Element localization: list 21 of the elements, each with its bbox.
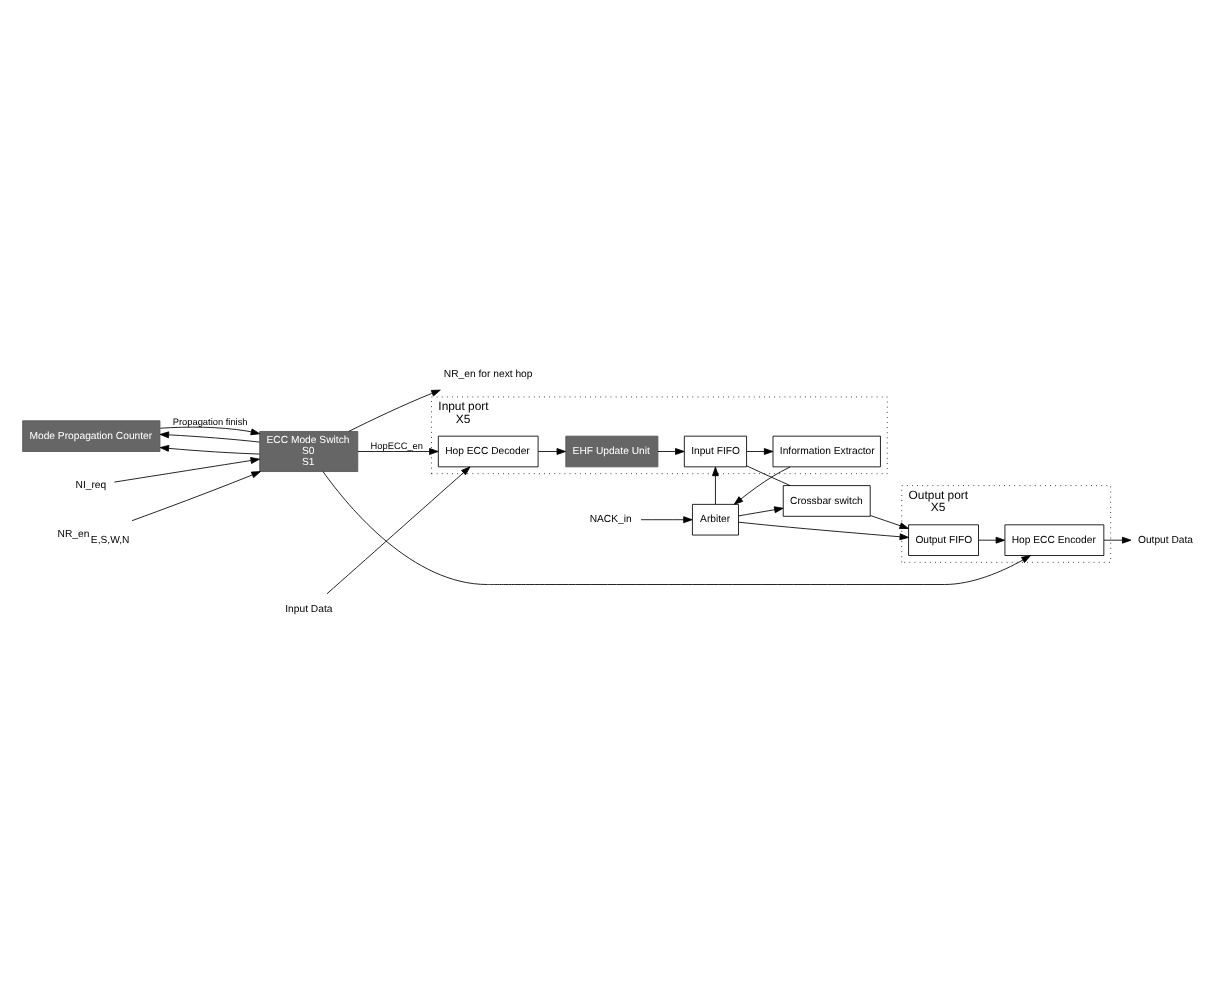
connector [746,465,791,487]
arrow [733,466,791,505]
arrow [1103,536,1132,544]
arrow [746,448,774,455]
arrow [326,466,471,595]
arrow [322,471,1031,585]
arrow [657,448,685,455]
arrow [114,457,260,483]
arrow [357,448,439,455]
arrow [131,471,261,522]
arrow [712,466,719,505]
arrow [738,521,909,541]
arrow [537,448,566,455]
arrow [159,444,260,455]
arrow [159,426,261,436]
arrow [978,536,1006,544]
arrow [640,516,693,524]
arrow [159,431,260,443]
arrow [738,506,784,517]
arrow [348,389,441,432]
arrow [870,515,909,529]
